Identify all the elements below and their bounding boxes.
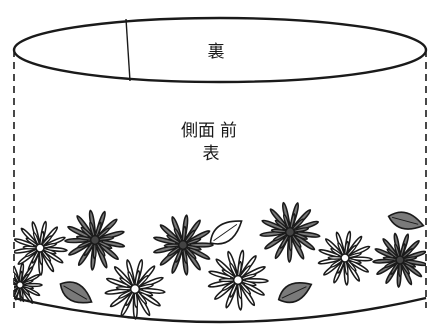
bottom-edge [13, 296, 427, 324]
side-label: 側面 [181, 121, 215, 141]
white-chrysanthemum-icon [317, 230, 373, 286]
seam-line [125, 18, 131, 82]
dark-chrysanthemum-icon [259, 201, 321, 263]
outer-label: 表 [203, 144, 220, 164]
top-label: 裏 [208, 41, 225, 62]
dark-chrysanthemum-icon [64, 209, 126, 271]
top-ellipse [12, 16, 428, 84]
leaf-icon [277, 281, 313, 304]
white-chrysanthemum-icon [207, 249, 269, 311]
leaf-icon [209, 220, 243, 245]
leaf-icon [59, 281, 93, 304]
flower-band [14, 201, 426, 320]
dark-chrysanthemum-icon [153, 214, 214, 276]
dark-chrysanthemum-icon [372, 232, 426, 288]
front-label: 前 [220, 121, 237, 141]
leaf-icon [387, 211, 425, 230]
white-chrysanthemum-icon [104, 259, 166, 320]
